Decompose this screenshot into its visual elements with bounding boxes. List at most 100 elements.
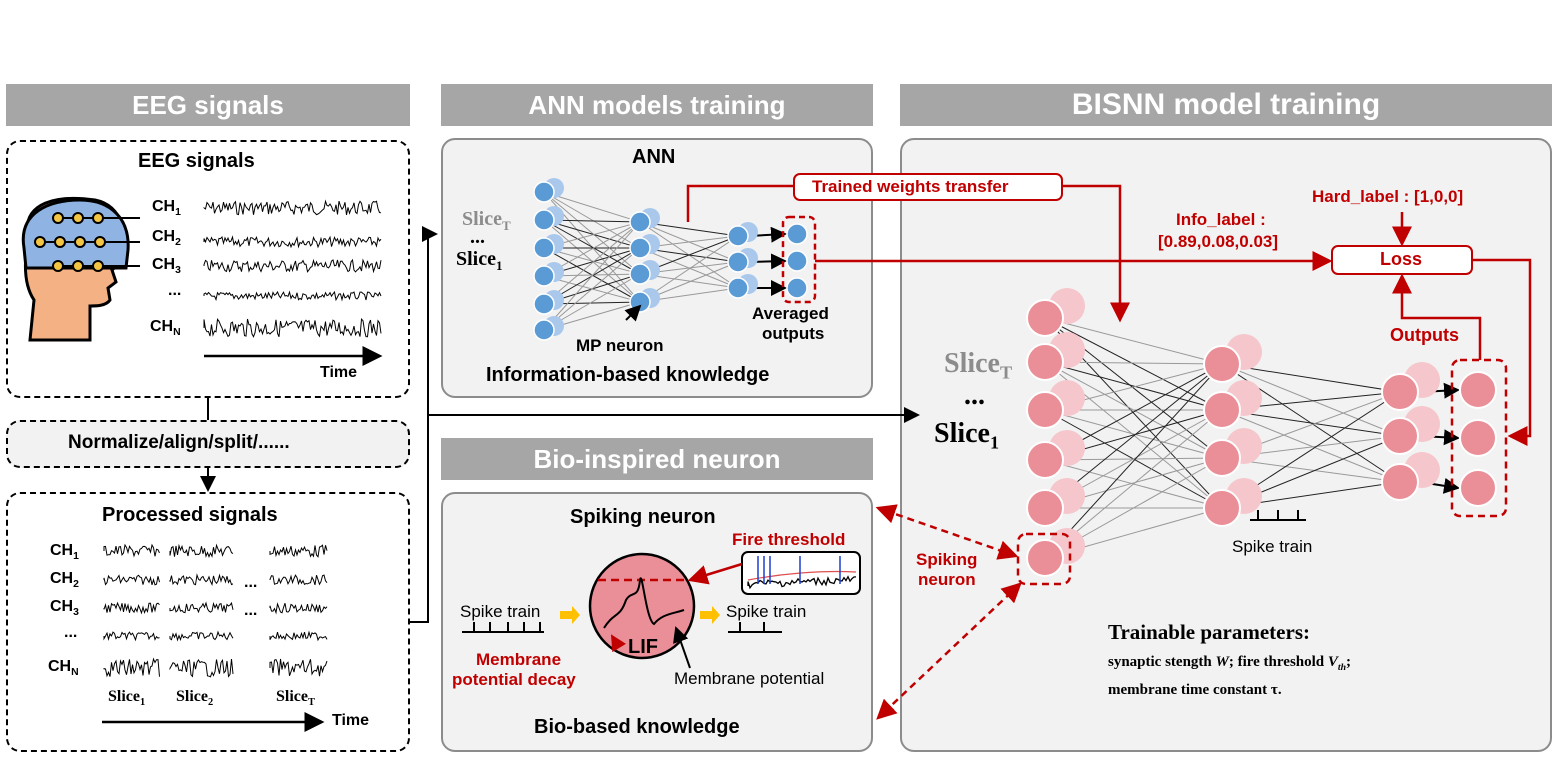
spike-train-glyph xyxy=(1250,510,1306,521)
head-icon xyxy=(21,196,140,342)
snn-connection xyxy=(1221,363,1401,437)
snn-neuron xyxy=(1203,391,1241,429)
decay-label-1: Membrane xyxy=(476,650,562,669)
bisnn-header: BISNN model training xyxy=(900,84,1552,126)
snn-neuron xyxy=(1026,441,1064,479)
trainable-line-2: membrane time constant τ. xyxy=(1108,682,1282,698)
snn-dots: ... xyxy=(964,380,985,411)
transfer-label-box xyxy=(793,173,1063,201)
transfer-path-left xyxy=(686,184,794,222)
ann-neuron xyxy=(533,209,555,231)
snn-output-highlight xyxy=(1450,358,1508,518)
proc-channel-3: CH3 xyxy=(50,598,79,619)
ann-neuron xyxy=(629,263,651,285)
proc-channel-n: CHN xyxy=(48,658,79,679)
ann-slice-t: SliceT xyxy=(462,208,511,233)
processed-trace xyxy=(169,630,234,642)
proc-ellipsis-1: ... xyxy=(244,574,258,591)
eeg-channel-1: CH1 xyxy=(152,198,181,219)
flow-arrow-to-ann xyxy=(410,226,438,623)
snn-neuron xyxy=(1026,489,1064,527)
transfer-label: Trained weights transfer xyxy=(812,177,1009,196)
snn-neuron xyxy=(1381,463,1419,501)
bio-knowledge-label: Bio-based knowledge xyxy=(534,716,740,738)
eeg-channel-2: CH2 xyxy=(152,228,181,249)
ann-neuron xyxy=(727,251,749,273)
spike-train-in-label: Spike train xyxy=(460,602,541,621)
ann-neuron xyxy=(533,293,555,315)
snn-neuron xyxy=(1026,391,1064,429)
processed-trace xyxy=(269,658,328,677)
eeg-channel-3: CH3 xyxy=(152,256,181,277)
normalize-box xyxy=(6,420,410,468)
spiking-neuron-label-1: Spiking xyxy=(916,550,978,569)
ann-dots: ... xyxy=(470,226,485,248)
snn-neuron xyxy=(1381,373,1419,411)
snn-connection xyxy=(1221,363,1401,393)
processed-trace xyxy=(103,631,160,642)
slice-1-label: Slice1 xyxy=(108,688,146,709)
spiking-neuron-title: Spiking neuron xyxy=(570,506,716,528)
ann-output-highlight xyxy=(781,215,817,304)
ann-connection xyxy=(543,221,641,305)
eeg-channel-dots: ... xyxy=(168,282,182,299)
slice-t-label: SliceT xyxy=(276,688,315,709)
ann-slice-1: Slice1 xyxy=(456,248,503,273)
eeg-time-label: Time xyxy=(320,364,358,381)
ann-output-neuron xyxy=(786,250,808,272)
averaged-label: Averaged xyxy=(752,304,829,323)
outputs-to-loss-arrow xyxy=(1392,273,1482,360)
snn-connection xyxy=(1221,409,1401,437)
processed-time-label: Time xyxy=(332,712,370,729)
snn-connection xyxy=(1044,317,1223,411)
transfer-path-right xyxy=(1062,184,1130,323)
processed-trace xyxy=(169,573,234,586)
eeg-channel-n: CHN xyxy=(150,318,181,339)
loss-feedback-arrow xyxy=(1472,258,1532,446)
eeg-waveforms xyxy=(203,199,382,338)
ann-output-neuron xyxy=(786,223,808,245)
ann-connection xyxy=(543,221,641,331)
snn-neuron xyxy=(1026,343,1064,381)
ann-neuron xyxy=(533,265,555,287)
trainable-title: Trainable parameters: xyxy=(1108,620,1310,644)
ann-neuron xyxy=(629,211,651,233)
ann-neuron xyxy=(533,181,555,203)
snn-connection xyxy=(1044,317,1223,365)
processed-trace xyxy=(269,574,328,586)
snn-output-neuron xyxy=(1459,371,1497,409)
ann-title: ANN xyxy=(632,146,676,168)
eeg-trace xyxy=(203,258,382,274)
proc-channel-2: CH2 xyxy=(50,570,79,591)
snn-spike-train-label: Spike train xyxy=(1232,537,1313,556)
ann-neuron xyxy=(727,225,749,247)
processed-signals-box xyxy=(6,492,410,752)
snn-outputs-label: Outputs xyxy=(1390,325,1459,345)
ann-neuron xyxy=(629,291,651,313)
processed-trace xyxy=(269,602,328,615)
ann-neuron xyxy=(533,237,555,259)
processed-waveforms xyxy=(103,543,328,678)
processed-trace xyxy=(103,657,160,678)
ann-network xyxy=(533,178,808,341)
snn-neuron xyxy=(1381,417,1419,455)
snn-connection xyxy=(1044,363,1223,559)
snn-neuron xyxy=(1026,299,1064,337)
eeg-trace xyxy=(203,235,382,249)
eeg-trace xyxy=(203,199,382,216)
ann-connection xyxy=(543,247,641,275)
trainable-line-1: synaptic stength W; fire threshold Vth; xyxy=(1108,654,1352,673)
slice-2-label: Slice2 xyxy=(176,688,214,709)
processed-trace xyxy=(169,543,234,558)
ann-connection xyxy=(543,219,641,275)
snn-output-neuron xyxy=(1459,469,1497,507)
processed-trace xyxy=(169,601,234,614)
fire-threshold-label: Fire threshold xyxy=(732,530,846,549)
eeg-panel-title: EEG signals xyxy=(138,150,255,172)
decay-label-2: potential decay xyxy=(452,670,576,689)
processed-trace xyxy=(103,543,160,558)
snn-neuron xyxy=(1203,345,1241,383)
bio-header: Bio-inspired neuron xyxy=(441,438,873,480)
eeg-header: EEG signals xyxy=(6,84,410,126)
